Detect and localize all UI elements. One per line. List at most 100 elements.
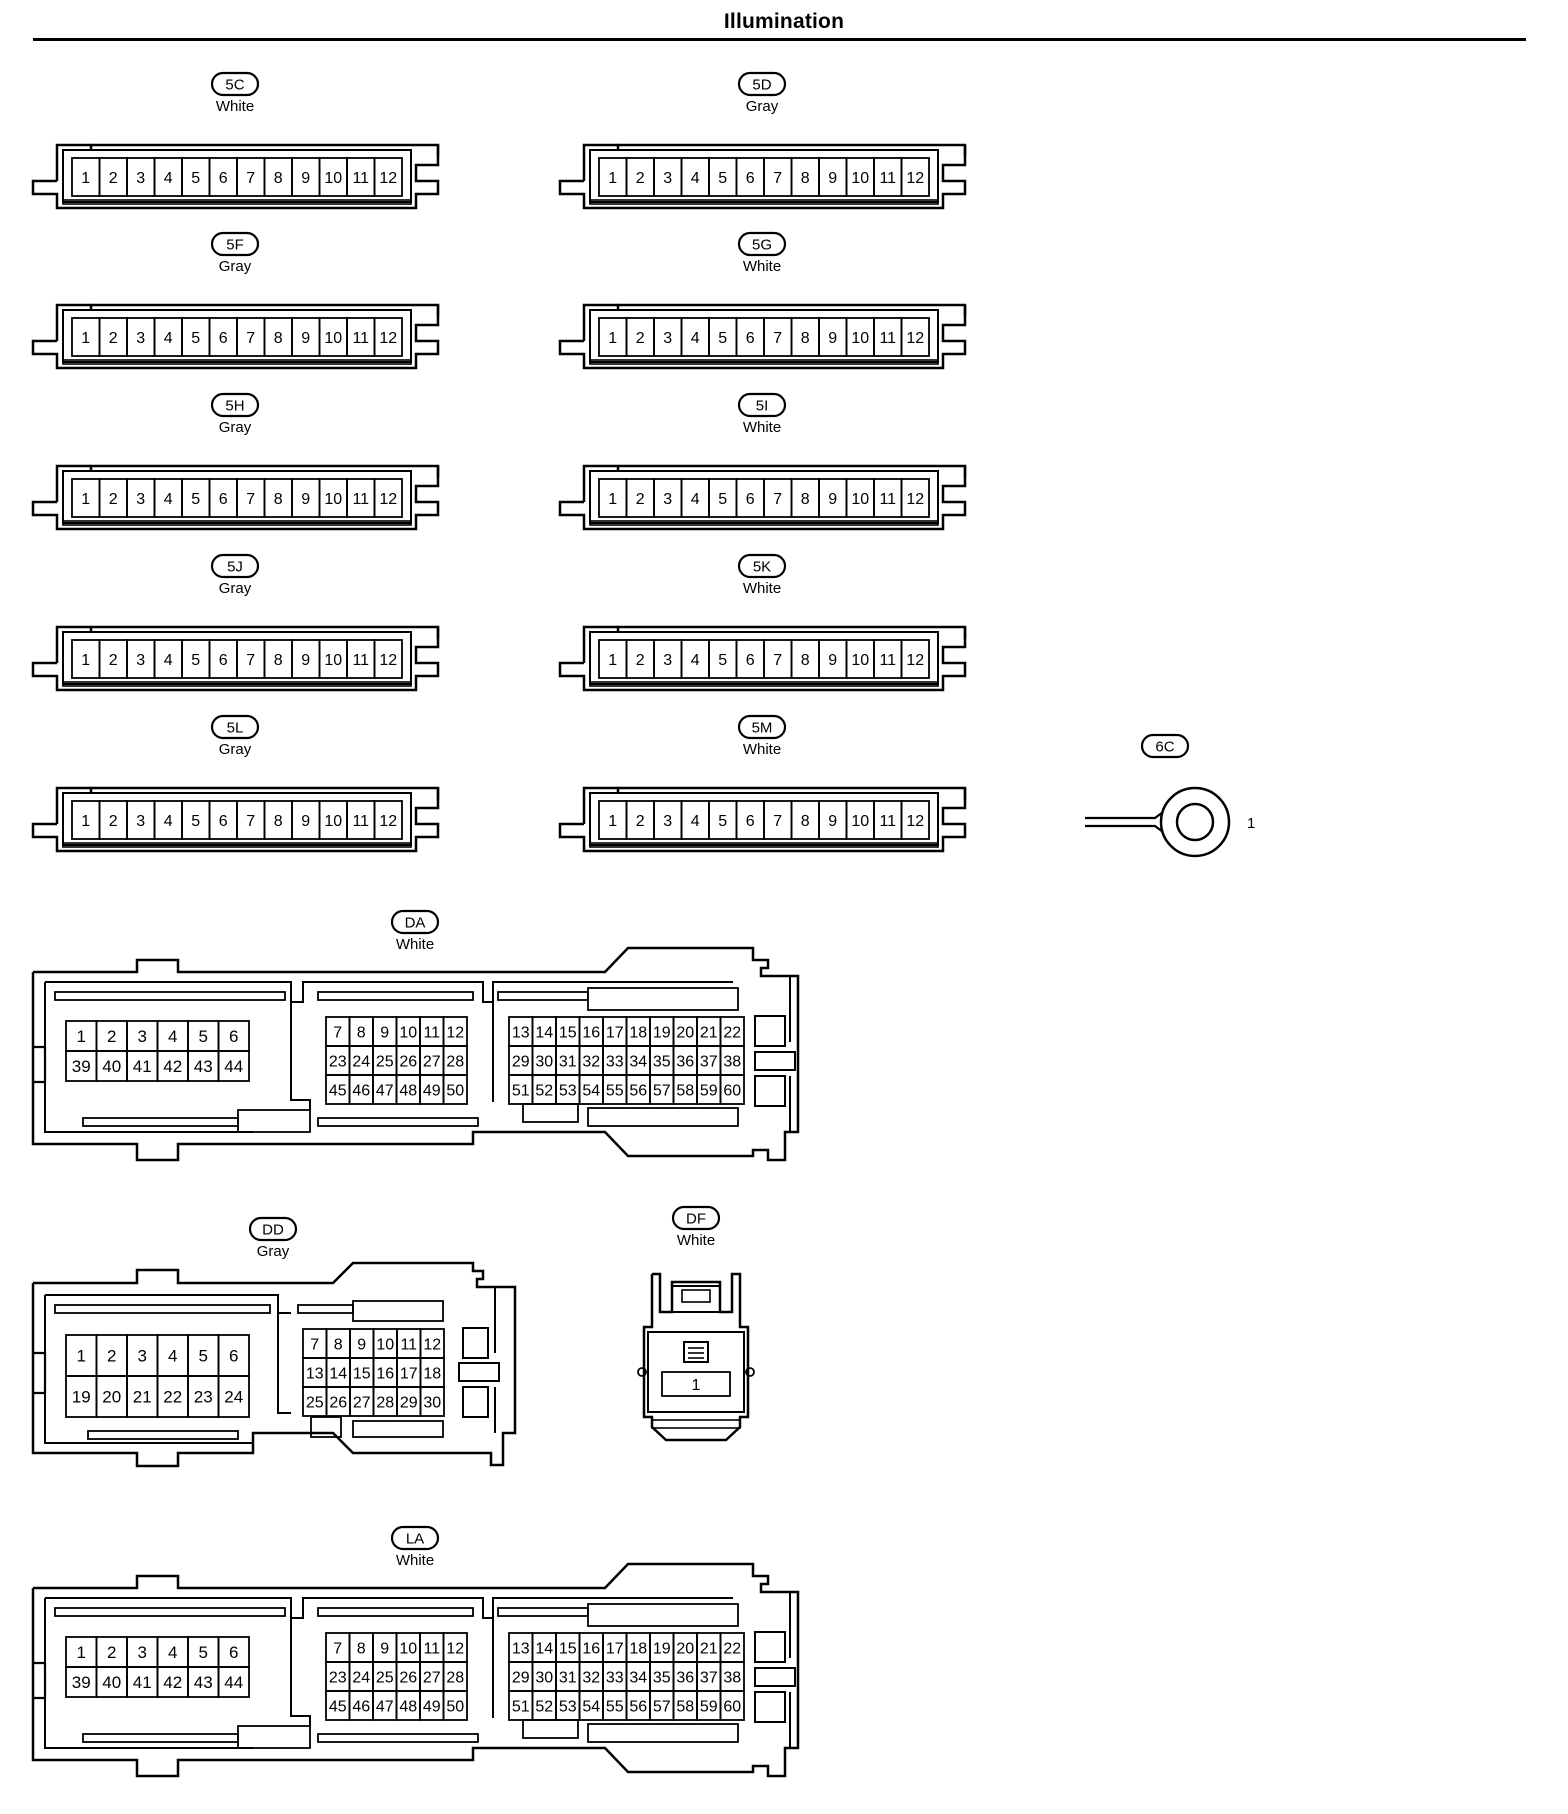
pin-number: 37 [700,1669,718,1686]
side-clip [462,1386,489,1418]
housing-outline [582,143,618,181]
housing-outline [31,946,800,1162]
pin-number: 1 [608,170,617,187]
pin-number: 10 [851,170,869,187]
connector-code: 5K [753,559,771,576]
pin-number: 48 [399,1082,417,1099]
latch-rail [87,1430,239,1440]
pin-number: 1 [692,1377,701,1394]
pin-number: 3 [138,1027,147,1046]
pin-number: 52 [535,1082,553,1099]
pin-number: 56 [629,1082,647,1099]
pin-number: 26 [399,1053,417,1070]
pin-number: 12 [906,330,924,347]
connector-color-label: White [743,741,781,758]
pin-number: 30 [535,1669,553,1686]
side-clip [754,1051,796,1071]
connector-code: DD [262,1222,284,1239]
pin-number: 31 [559,1053,577,1070]
housing-outline [582,464,618,502]
pin-number: 56 [629,1698,647,1715]
pin-number: 7 [773,330,782,347]
pin-number: 18 [629,1640,647,1657]
pin-number: 46 [352,1082,370,1099]
pin-number: 17 [400,1365,418,1382]
outline-rect [589,359,939,365]
connector-color-label: White [396,1552,434,1569]
pin-number: 14 [535,1024,553,1041]
pin-number: 54 [582,1082,600,1099]
pin-number: 7 [246,652,255,669]
connector-code-badge [671,1205,721,1231]
pin-number: 1 [81,813,90,830]
pin-number: 18 [423,1365,441,1382]
pin-number: 6 [219,330,228,347]
housing-outline [55,464,91,502]
pin-number: 10 [399,1640,417,1657]
connector-code-badge [210,392,260,418]
pin-number: 6 [229,1643,238,1662]
pin-number: 7 [333,1640,342,1657]
pin-number: 42 [163,1673,182,1692]
pin-number: 2 [107,1027,116,1046]
pin-number: 7 [246,813,255,830]
pin-cell [900,157,930,197]
pin-number: 12 [446,1024,464,1041]
connector-6c: 6C1 [1085,733,1255,858]
housing-outline [558,145,967,210]
pin-number: 3 [136,170,145,187]
pin-number: 9 [828,652,837,669]
pin-cell [442,1690,468,1721]
pin-number: 5 [718,652,727,669]
pin-cell [373,317,403,357]
connector-code: 5M [752,720,773,737]
outline-rect [589,309,939,363]
connector-code: 5G [752,237,772,254]
pin-number: 33 [606,1053,624,1070]
pin-number: 24 [224,1388,243,1407]
pin-number: 21 [700,1640,718,1657]
pin-number: 6 [746,491,755,508]
connector-color-label: Gray [219,419,252,436]
pin-number: 43 [194,1057,213,1076]
pin-number: 1 [1247,815,1255,832]
pin-number: 11 [879,491,896,508]
pin-number: 41 [133,1673,152,1692]
pin-number: 39 [72,1673,91,1692]
pin-number: 57 [653,1082,671,1099]
pin-number: 29 [400,1394,418,1411]
pin-number: 1 [81,330,90,347]
pin-number: 7 [246,330,255,347]
pin-number: 9 [380,1640,389,1657]
pin-number: 4 [164,652,173,669]
outline-rect [589,792,939,846]
connector-code: 5J [227,559,243,576]
pin-number: 28 [446,1053,464,1070]
pin-number: 1 [81,170,90,187]
side-clip [754,1667,796,1687]
housing-outline [55,625,91,663]
pin-number: 8 [801,330,810,347]
pin-number: 21 [133,1388,152,1407]
connector-code-badge [248,1216,298,1242]
housing-outline [55,303,91,341]
pin-number: 60 [723,1698,741,1715]
latch-rail [522,1103,579,1123]
pin-number: 2 [636,652,645,669]
pin-number: 12 [423,1336,441,1353]
pin-number: 5 [199,1643,208,1662]
outline-rect [62,199,412,205]
pin-number: 10 [324,491,342,508]
pin-number: 9 [828,813,837,830]
pin-number: 59 [700,1698,718,1715]
pin-number: 6 [219,491,228,508]
pin-number: 2 [636,170,645,187]
housing-outline [44,982,253,1133]
connector-code: DF [686,1211,706,1228]
latch-rail [587,987,739,1011]
pin-number: 19 [653,1024,671,1041]
pin-number: 7 [333,1024,342,1041]
housing-outline [31,466,440,531]
